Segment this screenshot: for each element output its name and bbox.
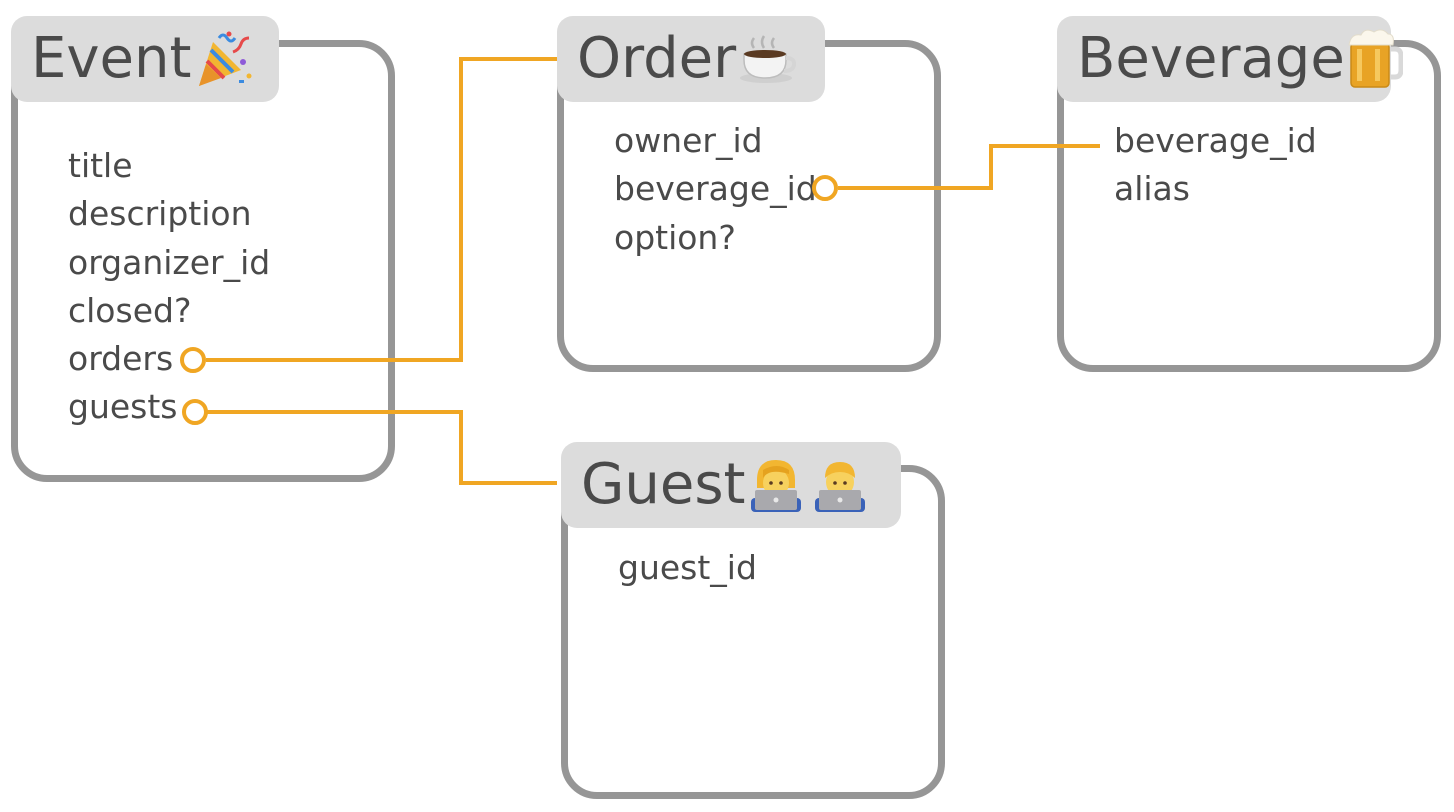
woman-technologist-icon [747, 456, 805, 514]
event-guests-to-guest-connector [206, 410, 557, 485]
order-field-option: option? [614, 217, 736, 257]
event-field-organizer-id: organizer_id [68, 242, 271, 282]
event-field-orders: orders [68, 339, 174, 379]
beer-mug-icon [1347, 29, 1403, 89]
order-field-owner-id: owner_id [614, 121, 763, 160]
event-field-guests: guests [68, 387, 178, 427]
event-orders-to-order-connector [206, 57, 557, 362]
event-entity-title: Event [31, 26, 192, 91]
beverage-entity-title: Beverage [1077, 26, 1345, 91]
event-field-title: title [68, 146, 133, 185]
beverage-entity-header: Beverage [1057, 16, 1403, 102]
event-field-closed: closed? [68, 290, 192, 330]
guest-entity-title: Guest [581, 452, 746, 517]
beverage-field-list: beverage_id alias [1114, 117, 1317, 214]
beverage-field-beverage-id: beverage_id [1114, 121, 1317, 160]
guest-field-guest-id: guest_id [618, 548, 757, 587]
order-entity-header: Order [557, 16, 825, 102]
order-beverage-id-port [812, 175, 838, 201]
order-entity-title: Order [577, 26, 737, 91]
hot-beverage-icon [738, 34, 798, 84]
order-field-beverage-id: beverage_id [614, 169, 817, 209]
event-field-description: description [68, 194, 252, 234]
order-field-list: owner_id beverage_id option? [614, 117, 817, 262]
guest-entity-header: Guest [561, 442, 901, 528]
beverage-field-alias: alias [1114, 169, 1190, 209]
event-field-list: title description organizer_id closed? o… [68, 142, 270, 432]
event-orders-port [180, 347, 206, 373]
guest-field-list: guest_id [618, 544, 757, 592]
party-popper-icon [193, 28, 255, 90]
man-technologist-icon [811, 456, 869, 514]
order-beverage-to-beverage-connector [838, 144, 1100, 190]
event-guests-port [182, 399, 208, 425]
event-entity-header: Event [11, 16, 279, 102]
